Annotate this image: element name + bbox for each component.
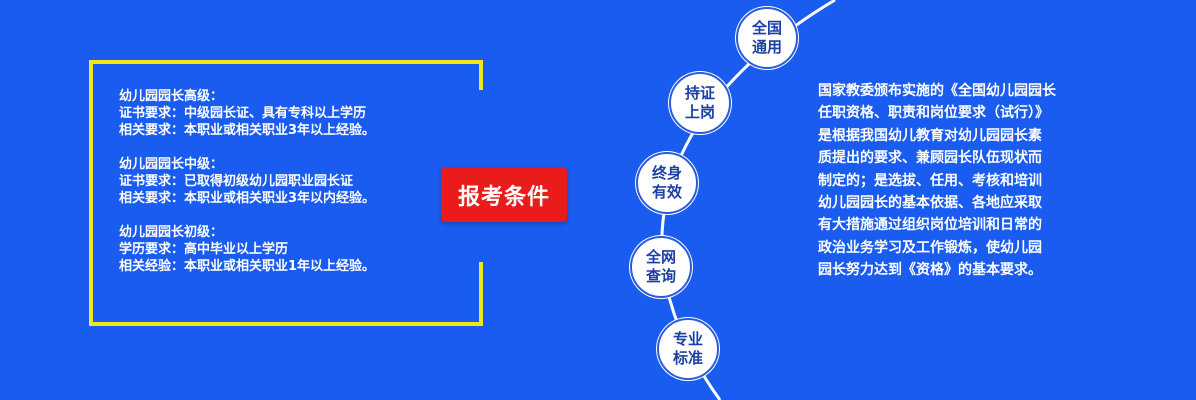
level-title: 幼儿园园长高级： (119, 89, 224, 104)
node-line: 有效 (651, 183, 682, 201)
level-intermediate: 幼儿园园长中级： 证书要求：已取得初级幼儿园职业园长证 相关要求：本职业或相关职… (119, 156, 449, 207)
level-line: 学历要求：高中毕业以上学历 (119, 242, 289, 257)
level-requirements: 幼儿园园长高级： 证书要求：中级园长证、具有专科以上学历 相关要求：本职业或相关… (119, 88, 449, 292)
level-title: 幼儿园园长初级： (119, 225, 224, 240)
node-line: 全国 (751, 19, 782, 37)
frame-edge-bottom (89, 322, 483, 326)
level-line: 证书要求：已取得初级幼儿园职业园长证 (119, 174, 354, 189)
description-text: 国家教委颁布实施的《全国幼儿园园长 任职资格、职责和岗位要求（试行）》 是根据我… (818, 80, 1118, 282)
level-line: 相关要求：本职业或相关职业3年以上经验。 (119, 123, 376, 138)
node-nationwide: 全国 通用 (736, 7, 798, 69)
node-line: 全网 (645, 248, 676, 266)
node-professional: 专业 标准 (657, 318, 719, 380)
description-line: 园长努力达到《资格》的基本要求。 (818, 262, 1042, 279)
node-line: 标准 (672, 349, 703, 367)
description-line: 制定的；是选拔、任用、考核和培训 (818, 172, 1042, 189)
level-line: 证书要求：中级园长证、具有专科以上学历 (119, 106, 367, 121)
node-line: 终身 (651, 164, 682, 182)
level-junior: 幼儿园园长初级： 学历要求：高中毕业以上学历 相关经验：本职业或相关职业1年以上… (119, 224, 449, 275)
node-lifetime: 终身 有效 (636, 152, 698, 214)
level-line: 相关经验：本职业或相关职业1年以上经验。 (119, 259, 376, 274)
node-online-query: 全网 查询 (630, 236, 692, 298)
description-line: 政治业务学习及工作锻炼，使幼儿园 (818, 239, 1042, 256)
level-title: 幼儿园园长中级： (119, 157, 224, 172)
requirements-frame (89, 60, 483, 326)
node-line: 持证 (684, 84, 715, 102)
node-line: 专业 (672, 330, 703, 348)
description-line: 国家教委颁布实施的《全国幼儿园园长 (818, 83, 1056, 99)
frame-edge-top (89, 60, 483, 64)
frame-edge-left (89, 60, 93, 326)
frame-edge-right-top (479, 60, 483, 90)
description-line: 质提出的要求、兼顾园长队伍现状而 (818, 150, 1042, 167)
frame-edge-right-bottom (479, 262, 483, 326)
node-certified: 持证 上岗 (669, 72, 731, 134)
node-line: 查询 (645, 267, 676, 285)
description-line: 任职资格、职责和岗位要求（试行）》 (818, 105, 1049, 122)
description-line: 是根据我国幼儿教育对幼儿园园长素 (818, 127, 1042, 144)
exam-conditions-badge: 报考条件 (441, 168, 567, 222)
level-line: 相关要求：本职业或相关职业3年以内经验。 (119, 191, 376, 206)
description-line: 有大措施通过组织岗位培训和日常的 (818, 217, 1042, 234)
description-line: 幼儿园园长的基本依据、各地应采取 (818, 195, 1042, 212)
level-senior: 幼儿园园长高级： 证书要求：中级园长证、具有专科以上学历 相关要求：本职业或相关… (119, 88, 449, 139)
node-line: 上岗 (684, 103, 715, 121)
node-line: 通用 (751, 38, 782, 56)
